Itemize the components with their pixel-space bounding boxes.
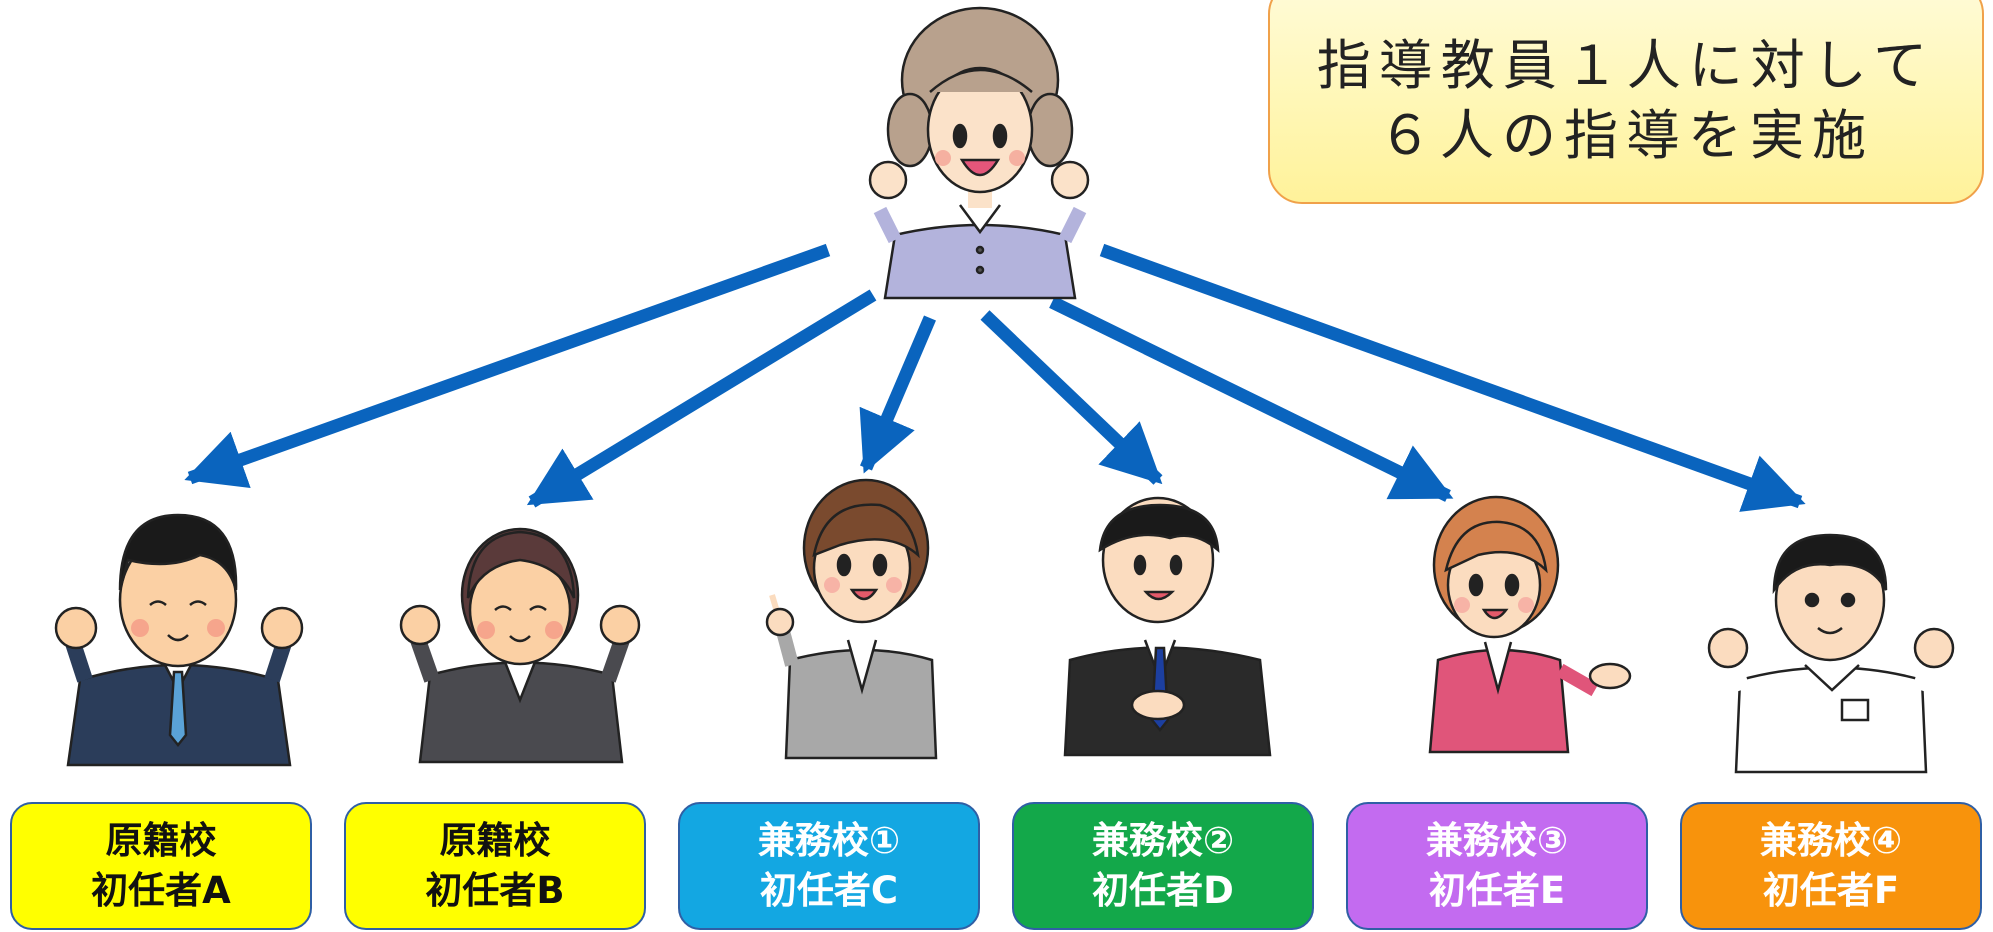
trainee-b-name: 初任者B [425, 869, 565, 912]
summary-callout: 指導教員１人に対して ６人の指導を実施 [1268, 0, 1984, 204]
trainee-e-label: 兼務校③ 初任者E [1346, 802, 1648, 930]
trainee-b-label: 原籍校 初任者B [344, 802, 646, 930]
trainee-a-school: 原籍校 [105, 819, 217, 862]
trainee-e-school: 兼務校③ [1425, 819, 1569, 862]
trainee-f-illustration [1707, 533, 1955, 774]
arrow-to-trainee-a [184, 243, 831, 489]
trainee-c-name: 初任者C [759, 869, 899, 912]
trainee-a-illustration [54, 513, 304, 767]
trainee-f-label: 兼務校④ 初任者F [1680, 802, 1982, 930]
callout-line-1: 指導教員１人に対して [1316, 34, 1936, 97]
trainee-d-school: 兼務校② [1091, 819, 1235, 862]
trainee-b-illustration [399, 527, 641, 764]
arrow-group [184, 243, 1806, 512]
arrow-to-trainee-c [859, 315, 936, 474]
trainee-a-name: 初任者A [91, 869, 231, 912]
trainee-d-label: 兼務校② 初任者D [1012, 802, 1314, 930]
trainee-d-name: 初任者D [1092, 869, 1234, 912]
trainee-a-label: 原籍校 初任者A [10, 802, 312, 930]
trainee-b-school: 原籍校 [439, 819, 551, 862]
arrow-to-trainee-b [526, 289, 877, 508]
mentor-teacher-illustration [868, 6, 1090, 300]
trainee-e-illustration [1428, 495, 1632, 754]
trainee-d-illustration [1063, 496, 1272, 757]
trainee-f-school: 兼務校④ [1759, 819, 1903, 862]
trainee-f-name: 初任者F [1762, 869, 1900, 912]
trainee-e-name: 初任者E [1428, 869, 1566, 912]
trainee-c-illustration [765, 478, 938, 760]
trainee-c-label: 兼務校① 初任者C [678, 802, 980, 930]
trainee-c-school: 兼務校① [757, 819, 901, 862]
arrow-to-trainee-e [1049, 296, 1454, 502]
callout-line-2: ６人の指導を実施 [1378, 104, 1874, 167]
arrow-to-trainee-d [980, 310, 1163, 485]
arrow-to-trainee-f [1099, 243, 1806, 512]
